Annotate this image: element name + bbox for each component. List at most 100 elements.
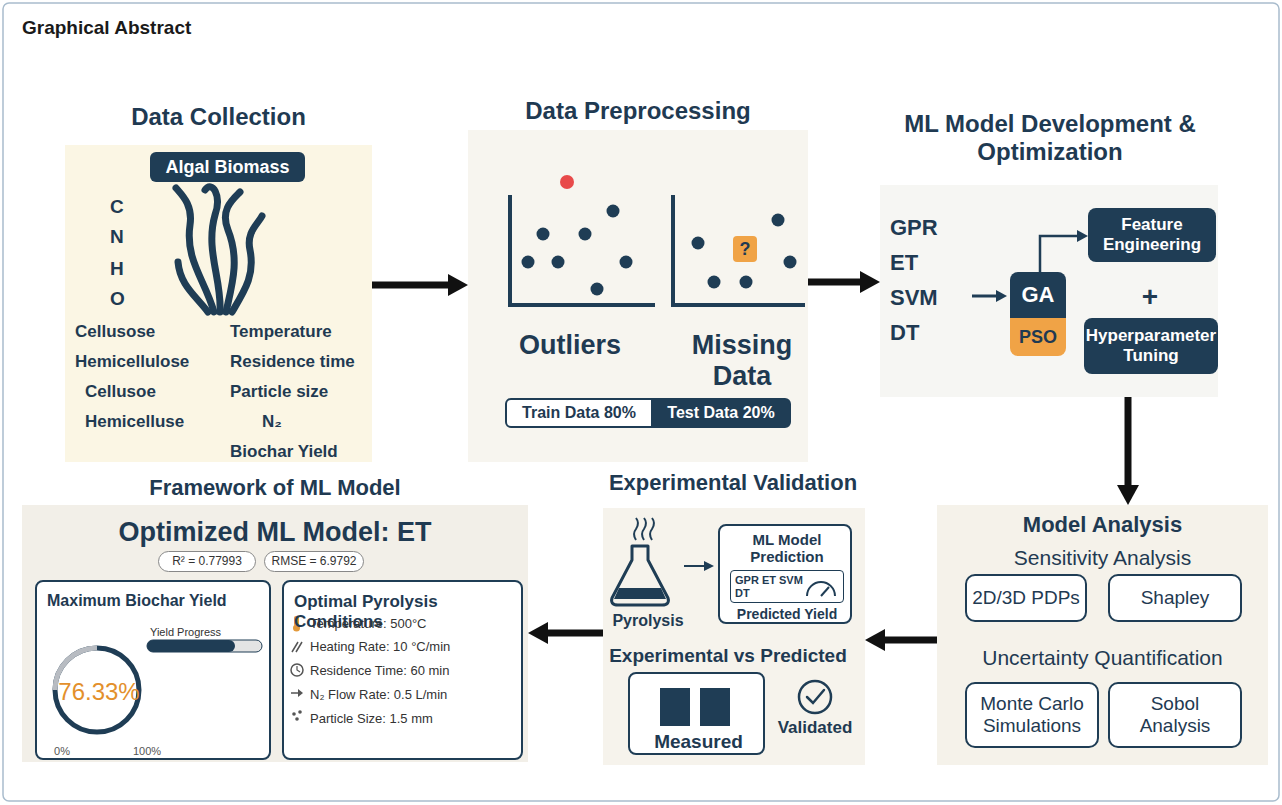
process-box: Feature Engineering: [1088, 208, 1216, 262]
node-text: Sensitivity Analysis: [937, 546, 1268, 570]
node-text: Outliers: [495, 330, 645, 361]
node-label: Experimental Validation: [583, 470, 883, 495]
metric-pill: RMSE = 6.9792: [264, 551, 364, 572]
seaweed-icon-part: [178, 262, 208, 312]
panel-ground-part: [937, 505, 1268, 765]
flask-icon-part: [634, 518, 638, 540]
node-label: Feature Engineering: [1093, 215, 1211, 254]
seaweed-icon-part: [232, 216, 262, 312]
check-icon-part: [799, 681, 831, 713]
missing-data-scatter-plot-part-part: [784, 256, 797, 269]
connector-line: [884, 637, 937, 644]
node-text: Temperature: [230, 322, 370, 342]
node-label: GA: [1022, 282, 1055, 307]
flask-icon-part: [614, 588, 666, 599]
outliers-scatter-plot-part-part: [579, 228, 592, 241]
result-card: Maximum Biochar YieldYield Progress0%100…: [35, 580, 271, 760]
node-label: R² = 0.77993: [172, 555, 242, 569]
panel: Data PreprocessingOutliersMissing DataTr…: [468, 130, 808, 462]
models-to-ga-arrow-part: [972, 295, 998, 298]
panel: Model AnalysisSensitivity AnalysisUncert…: [937, 505, 1268, 765]
node-label: Monte Carlo Simulations: [972, 693, 1092, 737]
flask-icon-part: [650, 518, 654, 540]
missing-data-scatter-plot: [673, 195, 805, 305]
panel-ground-part: [880, 185, 1218, 397]
arrow-head: [860, 271, 880, 293]
condition-icons-part: [291, 664, 303, 676]
condition-icons: [291, 616, 303, 721]
panel-ground: [22, 130, 1268, 765]
node-label: Framework of ML Model: [22, 475, 528, 500]
flow-arrow: [1117, 397, 1139, 505]
node-label: Maximum Biochar Yield: [47, 592, 269, 610]
pyrolysis-arrow: [684, 561, 714, 571]
arrow-head: [865, 629, 885, 651]
node-text: +: [1130, 281, 1170, 313]
node-text: ET: [890, 250, 970, 275]
diagram-title: Graphical Abstract: [22, 17, 191, 39]
outliers-scatter-plot: [510, 175, 655, 305]
condition-icons-part: [297, 666, 300, 672]
node-text: N: [110, 226, 140, 248]
node-label: Data Collection: [65, 103, 372, 131]
connector-line: [547, 630, 603, 637]
gauge-icon: [807, 582, 835, 596]
node-label: Hyperparameter Tuning: [1086, 326, 1216, 365]
panel-ground-part: [468, 130, 808, 462]
node-label: Shapley: [1141, 587, 1210, 609]
title-pill: Algal Biomass: [150, 152, 305, 182]
missing-data-scatter-plot-part-part: [740, 276, 753, 289]
outliers-scatter-plot-part-part: [620, 256, 633, 269]
panel: ML Model Development & OptimizationGPRET…: [880, 185, 1218, 397]
flow-arrow: [865, 629, 937, 651]
outliers-scatter-plot-part: [522, 205, 633, 296]
condition-icons-part: [292, 642, 302, 652]
node-label: RMSE = 6.9792: [271, 555, 356, 569]
flask-icon-part: [642, 518, 646, 540]
missing-data-scatter-plot-part-part: [772, 214, 785, 227]
panel-ground-part: [65, 145, 372, 462]
node-label: Model Analysis: [937, 512, 1268, 537]
outliers-scatter-plot-part: [560, 175, 574, 189]
connector-line: [1125, 397, 1132, 486]
panel-ground-part: [718, 524, 852, 624]
prediction-box: ML Model PredictionPredicted YieldGPR ET…: [718, 524, 852, 624]
outer-frame: [3, 3, 1279, 801]
panel-ground-part: [35, 580, 271, 760]
condition-icons-part: [298, 689, 303, 697]
algorithm-box: PSO: [1010, 318, 1066, 356]
node-label: ?: [740, 239, 751, 260]
yield-progress-bar: [147, 640, 262, 652]
node-text: Optimized ML Model: ET: [22, 517, 528, 548]
missing-data-scatter-plot-part: [692, 214, 797, 289]
method-box: Monte Carlo Simulations: [965, 682, 1099, 748]
node-text: Residence Time: 60 min: [310, 664, 520, 679]
node-text: Residence time: [230, 352, 370, 372]
outliers-scatter-plot-part-part: [607, 205, 620, 218]
node-label: PSO: [1019, 327, 1057, 348]
outliers-scatter-plot-part-part: [552, 256, 565, 269]
node-text: Predicted Yield: [726, 606, 848, 622]
panel-ground-part: [22, 505, 528, 762]
missing-data-scatter-plot-part-part: [708, 276, 721, 289]
node-text: Yield Progress: [150, 626, 260, 639]
check-icon-part: [807, 690, 824, 703]
seaweed-icon-part: [225, 192, 240, 312]
yield-donut-part: [55, 648, 139, 732]
node-text: DT: [890, 320, 970, 345]
node-text: H: [110, 258, 140, 280]
panel: Experimental ValidationPyrolysisExperime…: [603, 508, 865, 765]
bar-chart-icon: [660, 688, 730, 726]
seaweed-icon-part: [205, 187, 220, 312]
node-text: Particle size: [230, 382, 370, 402]
gauge-icon-part: [807, 582, 835, 596]
missing-marker: ?: [733, 236, 757, 262]
process-box: Hyperparameter Tuning: [1084, 318, 1218, 374]
node-text: Heating Rate: 10 °C/min: [310, 640, 520, 655]
flow-arrow: [1040, 230, 1088, 272]
node-text: Validated: [775, 718, 855, 738]
seaweed-icon-part: [176, 188, 214, 312]
node-text: N₂: [262, 412, 322, 432]
condition-icons-part: [292, 712, 296, 716]
